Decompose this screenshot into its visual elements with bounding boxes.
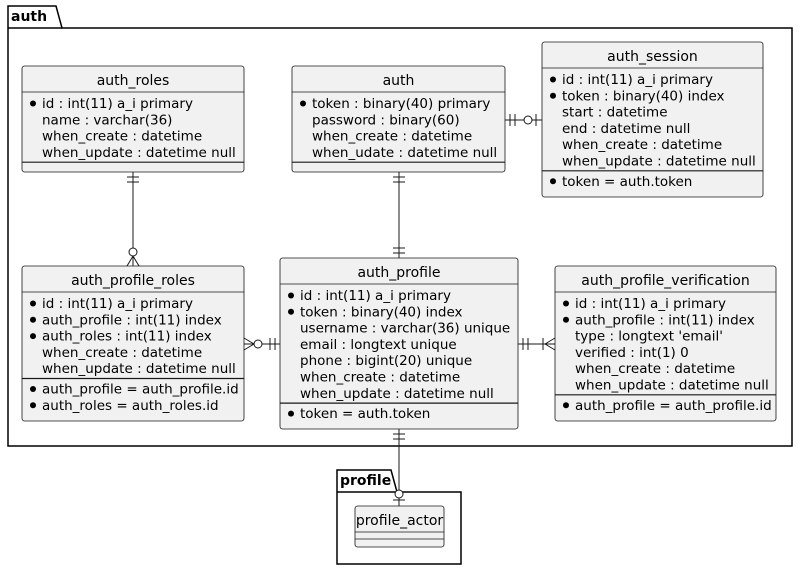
entity-field: phone : bigint(20) unique: [300, 353, 472, 369]
entity-field: when_udate : datetime null: [312, 145, 497, 161]
entity-field: verified : int(1) 0: [575, 345, 689, 361]
entity-field: id : int(11) a_i primary: [42, 296, 193, 312]
key-bullet-icon: [550, 92, 556, 99]
entity-field: username : varchar(36) unique: [300, 321, 510, 337]
key-bullet-icon: [288, 292, 294, 299]
entity-field: token = auth.token: [562, 174, 692, 190]
entity-field: token : binary(40) primary: [312, 96, 490, 112]
key-bullet-icon: [288, 308, 294, 315]
key-bullet-icon: [30, 333, 36, 340]
key-bullet-icon: [30, 100, 36, 107]
entity-field: when_update : datetime null: [562, 154, 756, 170]
entity-field: token : binary(40) index: [300, 304, 463, 320]
entity-field: name : varchar(36): [42, 112, 172, 128]
key-bullet-icon: [30, 386, 36, 392]
entity-field: when_update : datetime null: [575, 378, 769, 394]
entity-field: auth_roles = auth_roles.id: [42, 398, 219, 414]
entity-field: start : datetime: [562, 105, 668, 121]
key-bullet-icon: [30, 402, 36, 409]
entity-profile-actor[interactable]: profile_actor: [354, 505, 445, 548]
entity-title: auth_profile: [357, 265, 440, 281]
key-bullet-icon: [563, 300, 569, 307]
entity-title: auth_roles: [97, 73, 170, 89]
entity-field: when_update : datetime null: [42, 145, 236, 161]
key-bullet-icon: [550, 178, 556, 185]
entity-field: id : int(11) a_i primary: [562, 72, 713, 88]
entity-field: id : int(11) a_i primary: [575, 296, 726, 312]
entity-field: token : binary(40) index: [562, 88, 725, 104]
entity-field: when_create : datetime: [42, 345, 202, 361]
package-auth: auth: [7, 5, 793, 447]
entity-title: profile_actor: [356, 513, 444, 529]
entity-title: auth: [383, 73, 415, 89]
package-label-auth: auth: [11, 9, 47, 25]
entity-field: password : binary(60): [312, 112, 460, 128]
entity-field: type : longtext 'email': [575, 329, 723, 345]
key-bullet-icon: [550, 76, 556, 83]
entity-field: auth_profile : int(11) index: [575, 312, 755, 328]
package-profile: profile: [336, 469, 462, 565]
key-bullet-icon: [30, 316, 36, 323]
entity-field: email : longtext unique: [300, 337, 457, 353]
key-bullet-icon: [563, 402, 569, 409]
entity-field: id : int(11) a_i primary: [42, 96, 193, 112]
key-bullet-icon: [30, 300, 36, 307]
entity-title: auth_profile_verification: [581, 273, 750, 289]
entity-field: when_create : datetime: [312, 129, 472, 145]
key-bullet-icon: [563, 316, 569, 323]
entity-field: when_create : datetime: [42, 129, 202, 145]
entity-field: when_create : datetime: [575, 361, 735, 377]
entity-field: when_create : datetime: [300, 370, 460, 386]
relationship-lines: [126, 114, 556, 506]
entity-field: when_create : datetime: [562, 137, 722, 153]
entity-title: auth_session: [607, 49, 698, 65]
entity-field: auth_profile = auth_profile.id: [42, 382, 239, 398]
entity-field: token = auth.token: [300, 406, 430, 422]
entity-field: auth_profile : int(11) index: [42, 312, 222, 328]
package-label-profile: profile: [340, 473, 391, 489]
entity-title: auth_profile_roles: [71, 273, 195, 289]
entity-field: when_update : datetime null: [300, 386, 494, 402]
key-bullet-icon: [288, 410, 294, 417]
entity-field: end : datetime null: [562, 121, 690, 137]
entity-field: auth_roles : int(11) index: [42, 329, 212, 345]
entity-field: when_update : datetime null: [42, 361, 236, 377]
key-bullet-icon: [300, 100, 306, 107]
entity-field: auth_profile = auth_profile.id: [575, 398, 772, 414]
entity-field: id : int(11) a_i primary: [300, 288, 451, 304]
